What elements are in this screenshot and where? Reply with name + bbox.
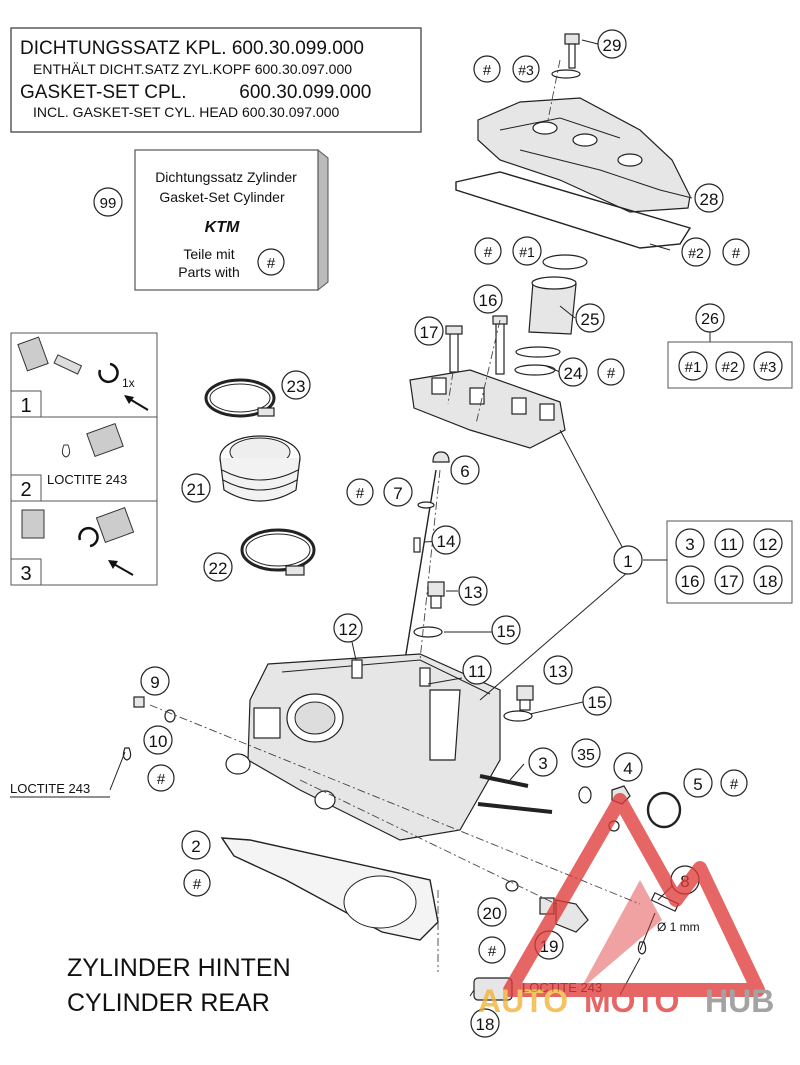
callout-13-lower: 13 xyxy=(549,662,568,681)
callout-10-hash: # xyxy=(157,771,166,788)
callout-21: 21 xyxy=(187,480,206,499)
callout-25-hash1: #1 xyxy=(519,244,535,260)
loctite-left-label: LOCTITE 243 xyxy=(10,781,90,796)
step-1-number: 1 xyxy=(20,395,31,417)
package-line-4: Parts with xyxy=(178,264,239,280)
group-1-item-11: 11 xyxy=(720,535,738,554)
package-mark: # xyxy=(267,255,276,272)
callout-29-hash3: #3 xyxy=(518,62,534,78)
callout-24-hash: # xyxy=(607,365,616,382)
callout-99: 99 xyxy=(100,195,117,212)
group-1-item-18: 18 xyxy=(759,572,778,591)
callout-35: 35 xyxy=(577,747,595,764)
group-1-item-17: 17 xyxy=(720,572,739,591)
callout-28-hash: # xyxy=(732,245,741,262)
package-line-1: Dichtungssatz Zylinder xyxy=(155,169,297,185)
callout-28-hash2: #2 xyxy=(688,245,704,261)
package-line-2: Gasket-Set Cylinder xyxy=(159,189,285,205)
group-26-item-1: #1 xyxy=(685,359,702,376)
callout-12: 12 xyxy=(339,620,358,639)
callout-17: 17 xyxy=(420,323,439,342)
callout-22: 22 xyxy=(209,559,228,578)
step-1-note: 1x xyxy=(122,376,135,390)
callout-6: 6 xyxy=(460,462,469,481)
nozzle-note: Ø 1 mm xyxy=(657,920,700,934)
callout-2: 2 xyxy=(191,837,200,856)
callout-28: 28 xyxy=(700,190,719,209)
step-2-number: 2 xyxy=(20,479,31,501)
parts-art xyxy=(122,33,692,1001)
callout-29-hash: # xyxy=(483,62,492,79)
group-1-item-16: 16 xyxy=(681,572,700,591)
callout-15-upper: 15 xyxy=(497,622,516,641)
callout-4: 4 xyxy=(623,759,632,778)
callout-18: 18 xyxy=(476,1015,495,1034)
callout-1: 1 xyxy=(623,552,632,571)
group-1-item-3: 3 xyxy=(685,535,694,554)
header-line-2: ENTHÄLT DICHT.SATZ ZYL.KOPF 600.30.097.0… xyxy=(33,61,352,77)
group-26: 26 #1 #2 #3 xyxy=(667,303,793,389)
callout-25: 25 xyxy=(581,310,600,329)
watermark: AUTO MOTO HUB xyxy=(478,793,774,1019)
callout-29: 29 xyxy=(603,36,622,55)
group-26-item-2: #2 xyxy=(722,359,739,376)
callout-2-hash: # xyxy=(193,876,202,893)
title-english: CYLINDER REAR xyxy=(67,989,270,1017)
steps-panel: 1 2 3 1x LOCTITE 243 xyxy=(10,332,158,586)
header-box: DICHTUNGSSATZ KPL. 600.30.099.000 ENTHÄL… xyxy=(10,27,422,133)
title-german: ZYLINDER HINTEN xyxy=(67,954,291,982)
leader-lines xyxy=(10,39,693,997)
callout-13-upper: 13 xyxy=(464,583,483,602)
group-1: 3 11 12 16 17 18 xyxy=(643,520,793,604)
watermark-auto: AUTO xyxy=(478,983,568,1019)
watermark-hub: HUB xyxy=(705,983,774,1019)
callout-15-lower: 15 xyxy=(588,693,607,712)
header-line-1: DICHTUNGSSATZ KPL. 600.30.099.000 xyxy=(20,38,364,59)
callout-20: 20 xyxy=(483,904,502,923)
callout-25-hash: # xyxy=(484,244,493,261)
step-2-note: LOCTITE 243 xyxy=(47,472,127,487)
callout-23: 23 xyxy=(287,377,306,396)
callout-7: 7 xyxy=(393,484,402,503)
callout-24: 24 xyxy=(564,364,583,383)
callout-16: 16 xyxy=(479,291,498,310)
callout-11: 11 xyxy=(468,662,486,681)
callout-14: 14 xyxy=(437,532,456,551)
header-line-3: GASKET-SET CPL. 600.30.099.000 xyxy=(20,82,371,103)
callouts: 29 # #3 28 #2 # # #1 25 16 17 24 # 23 21… xyxy=(140,29,750,1038)
callout-5: 5 xyxy=(693,775,702,794)
callout-20-hash: # xyxy=(488,943,497,960)
ktm-logo: KTM xyxy=(205,219,240,236)
step-3-number: 3 xyxy=(20,563,31,585)
callout-5-hash: # xyxy=(730,776,739,793)
callout-26: 26 xyxy=(701,311,719,328)
package-line-3: Teile mit xyxy=(183,246,234,262)
group-26-item-3: #3 xyxy=(760,359,777,376)
watermark-moto: MOTO xyxy=(584,983,679,1019)
header-line-4: INCL. GASKET-SET CYL. HEAD 600.30.097.00… xyxy=(33,104,340,120)
callout-10: 10 xyxy=(149,732,168,751)
gasket-package: Dichtungssatz Zylinder Gasket-Set Cylind… xyxy=(93,148,329,292)
callout-7-hash: # xyxy=(356,485,365,502)
group-1-item-12: 12 xyxy=(759,535,778,554)
callout-3: 3 xyxy=(538,754,547,773)
callout-9: 9 xyxy=(150,673,159,692)
